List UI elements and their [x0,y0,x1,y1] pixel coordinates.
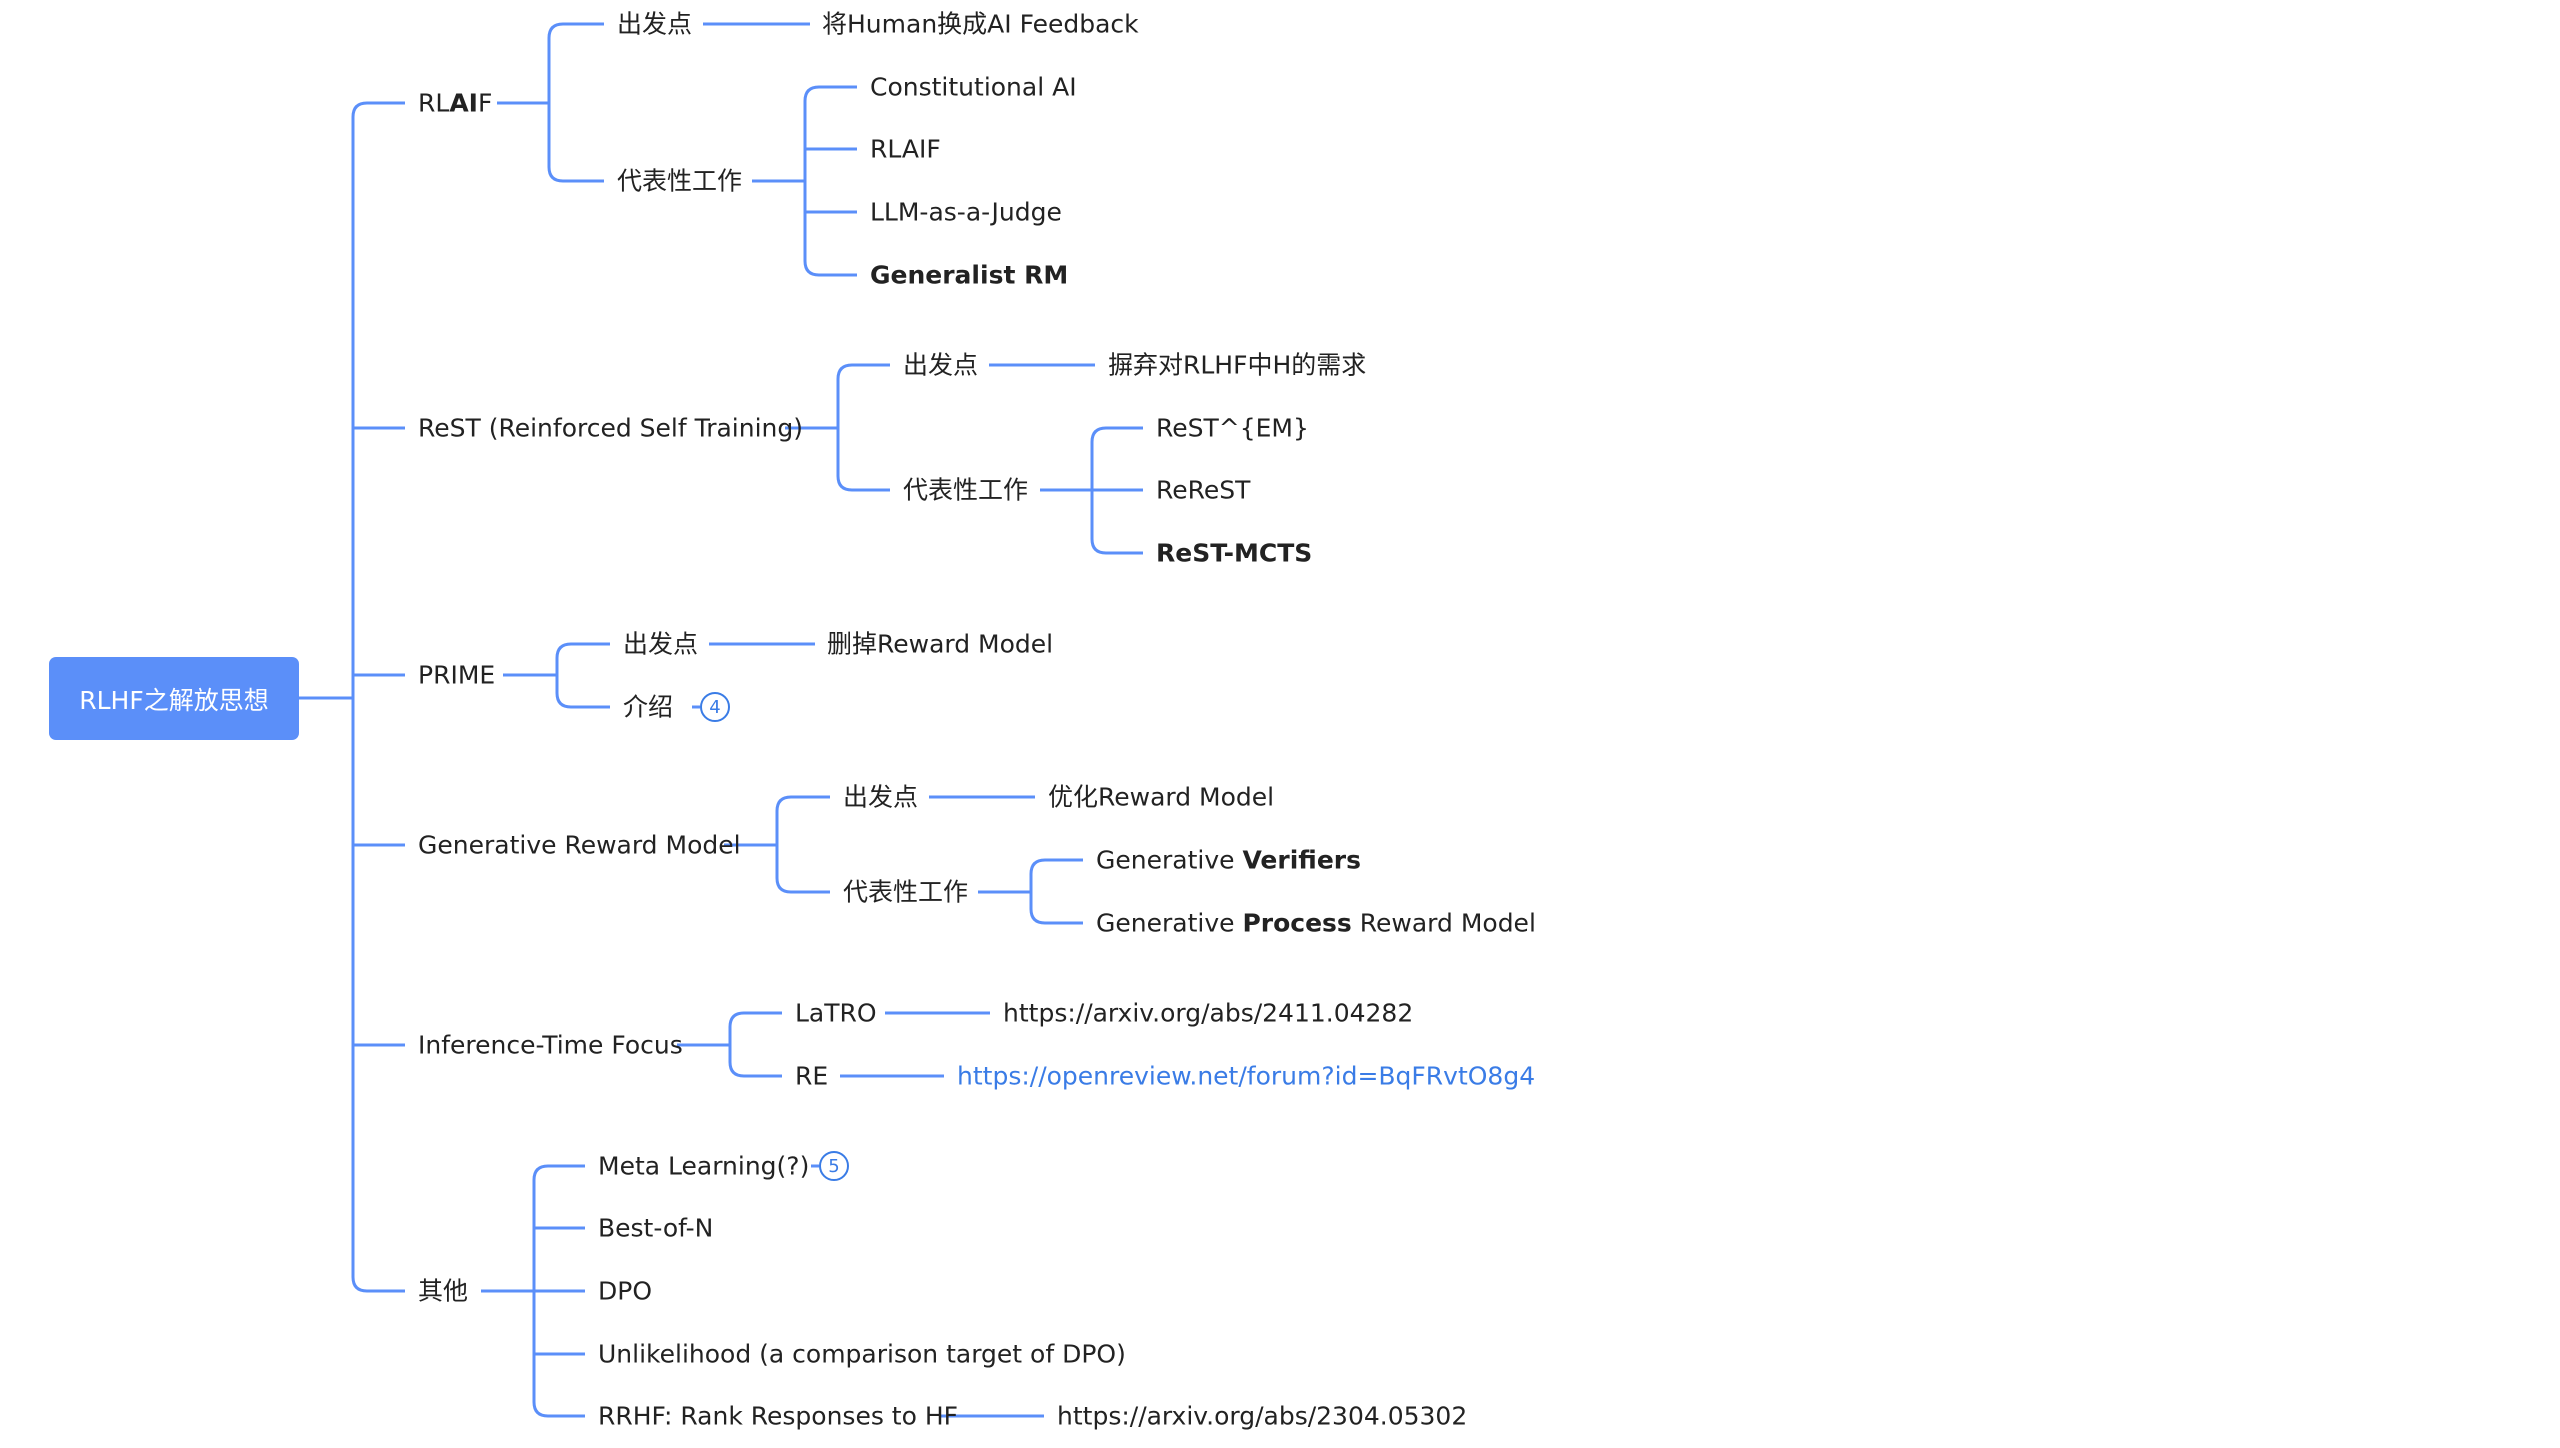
branch-rest[interactable]: ReST (Reinforced Self Training) [418,413,803,443]
connector-line [351,1276,405,1293]
grm-process-pre: Generative [1096,908,1243,938]
rest-work-item-bold[interactable]: ReST-MCTS [1156,541,1312,566]
grm-process-bold: Process [1242,908,1352,938]
other-item[interactable]: Best-of-N [598,1213,714,1243]
connector-line [803,85,857,102]
rlaif-start-label[interactable]: 出发点 [617,9,693,39]
grm-start-value[interactable]: 优化Reward Model [1048,782,1275,812]
connector-line [775,877,830,894]
rlaif-work-item[interactable]: LLM-as-a-Judge [870,197,1062,227]
connector-line [555,692,610,709]
connector-line [803,260,857,277]
connector-line [1029,908,1083,925]
rlaif-work-item[interactable]: RLAIF [870,134,941,164]
itf-re-link[interactable]: https://openreview.net/forum?id=BqFRvtO8… [957,1061,1536,1091]
rest-work-item[interactable]: ReReST [1156,475,1251,505]
prime-intro-label[interactable]: 介绍 [623,692,674,722]
other-rrhf-url[interactable]: https://arxiv.org/abs/2304.05302 [1057,1401,1468,1431]
other-item[interactable]: Unlikelihood (a comparison target of DPO… [598,1339,1126,1369]
rest-start-value[interactable]: 摒弃对RLHF中H的需求 [1108,350,1367,380]
grm-process-post: Reward Model [1351,908,1536,938]
grm-start-label[interactable]: 出发点 [843,782,919,812]
rlaif-label-post: F [477,88,493,118]
connector-line [836,363,890,380]
connector-line [547,166,604,183]
rlaif-work-item-bold[interactable]: Generalist RM [870,263,1068,288]
grm-verifiers-pre: Generative [1096,845,1243,875]
connector-line [555,642,610,659]
itf-latro-label[interactable]: LaTRO [795,998,877,1028]
prime-intro-count-badge[interactable]: 4 [700,692,730,722]
branch-inference-time-focus[interactable]: Inference-Time Focus [418,1030,683,1060]
prime-start-value[interactable]: 删掉Reward Model [827,629,1054,659]
grm-work-verifiers[interactable]: Generative Verifiers [1096,848,1361,873]
other-meta-count-badge[interactable]: 5 [819,1151,849,1181]
rlaif-label-pre: RL [418,88,450,118]
connector-line [775,795,830,812]
branch-generative-reward-model[interactable]: Generative Reward Model [418,830,741,860]
grm-verifiers-bold: Verifiers [1242,845,1361,875]
prime-start-label[interactable]: 出发点 [623,629,699,659]
connector-line [547,22,604,39]
branch-other[interactable]: 其他 [418,1276,469,1306]
connector-line [728,1011,782,1028]
connector-line [1090,538,1143,555]
rest-works-label[interactable]: 代表性工作 [903,475,1029,505]
connector-line [1090,426,1143,443]
grm-work-process-rm[interactable]: Generative Process Reward Model [1096,911,1536,936]
itf-re-label[interactable]: RE [795,1061,829,1091]
other-rrhf-label[interactable]: RRHF: Rank Responses to HF [598,1401,959,1431]
connector-line [351,101,405,118]
rest-work-item[interactable]: ReST^{EM} [1156,413,1309,443]
rlaif-start-value[interactable]: 将Human换成AI Feedback [822,9,1139,39]
other-meta-learning[interactable]: Meta Learning(?) [598,1151,810,1181]
itf-latro-url[interactable]: https://arxiv.org/abs/2411.04282 [1003,998,1414,1028]
rest-start-label[interactable]: 出发点 [903,350,979,380]
root-node[interactable]: RLHF之解放思想 [49,657,299,740]
connector-line [836,475,890,492]
rlaif-work-bold-text: Generalist RM [870,260,1069,290]
rlaif-label-bold: AI [449,88,478,118]
branch-prime[interactable]: PRIME [418,660,496,690]
rlaif-work-item[interactable]: Constitutional AI [870,72,1077,102]
connector-line [532,1164,585,1181]
rest-work-bold-text: ReST-MCTS [1156,538,1313,568]
rlaif-works-label[interactable]: 代表性工作 [617,166,743,196]
connector-line [532,1401,585,1418]
connector-line [1029,858,1083,875]
branch-rlaif[interactable]: RLAIF [418,91,492,116]
other-item[interactable]: DPO [598,1276,653,1306]
grm-works-label[interactable]: 代表性工作 [843,877,969,907]
connector-line [728,1061,782,1078]
